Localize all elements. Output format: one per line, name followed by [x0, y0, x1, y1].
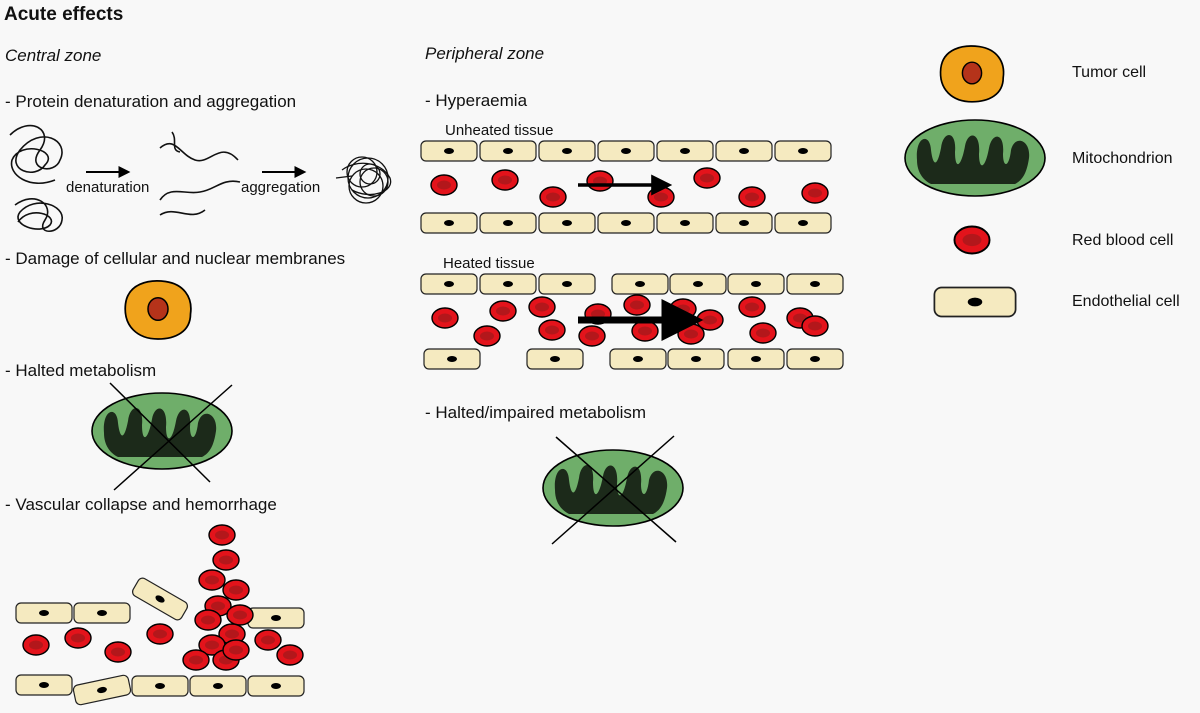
central-item-metabolism: - Halted metabolism: [5, 361, 157, 380]
mitochondrion-impaired-icon: [542, 435, 684, 545]
central-item-vascular: - Vascular collapse and hemorrhage: [5, 495, 277, 514]
central-item-protein: - Protein denaturation and aggregation: [5, 92, 297, 111]
central-item-membranes: - Damage of cellular and nuclear membran…: [5, 249, 346, 268]
red-blood-cell-icon: [953, 225, 991, 255]
peripheral-item-hyperaemia: - Hyperaemia: [425, 91, 528, 110]
legend-label-endothelial: Endothelial cell: [1072, 293, 1180, 310]
tumor-cell-icon: [939, 45, 1005, 103]
mitochondrion-halted-icon: [91, 382, 233, 491]
endothelial-cell-icon: [933, 286, 1017, 318]
heated-tissue-label: Heated tissue: [443, 255, 535, 272]
protein-native-icon: [9, 124, 63, 233]
legend-label-tumor: Tumor cell: [1072, 64, 1147, 81]
denaturation-label: denaturation: [66, 179, 150, 196]
vascular-collapse-illustration: [15, 524, 305, 707]
legend-label-mitochondrion: Mitochondrion: [1072, 150, 1173, 167]
protein-denatured-icon: [159, 131, 241, 216]
tumor-cell-damaged-icon: [124, 280, 192, 340]
aggregation-label: aggregation: [241, 179, 321, 196]
mitochondrion-icon: [904, 119, 1046, 197]
page-title: Acute effects: [4, 4, 124, 25]
peripheral-zone-heading: Peripheral zone: [425, 44, 545, 63]
central-zone-heading: Central zone: [5, 46, 102, 65]
unheated-tissue-label: Unheated tissue: [445, 122, 554, 139]
peripheral-item-metabolism: - Halted/impaired metabolism: [425, 403, 647, 422]
protein-aggregate-icon: [335, 156, 392, 204]
legend-label-rbc: Red blood cell: [1072, 232, 1174, 249]
unheated-vessel-illustration: [420, 140, 832, 234]
heated-vessel-illustration: [420, 273, 844, 370]
